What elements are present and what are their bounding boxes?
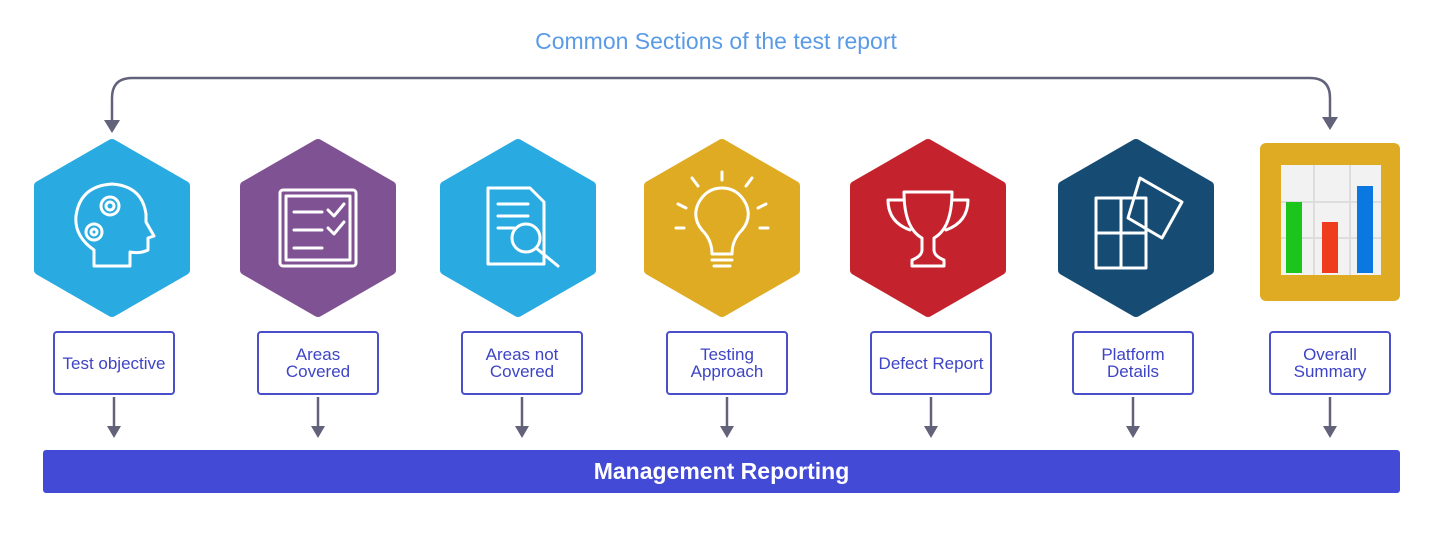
trophy-icon	[886, 190, 970, 268]
section-hexagon-3	[644, 139, 800, 317]
section-label-box: Defect Report	[870, 331, 992, 395]
section-hexagon-0	[34, 139, 190, 317]
section-label-box: Areas Covered	[257, 331, 379, 395]
puzzle-icon	[1094, 176, 1184, 270]
section-label-box: Platform Details	[1072, 331, 1194, 395]
section-label-box: Test objective	[53, 331, 175, 395]
section-hexagon-5	[1058, 139, 1214, 317]
section-square-6	[1260, 143, 1400, 301]
section-label: Platform Details	[1101, 345, 1165, 381]
section-label: Overall Summary	[1293, 345, 1367, 381]
section-label-box: Overall Summary	[1269, 331, 1391, 395]
section-label-box: Areas not Covered	[461, 331, 583, 395]
section-hexagon-2	[440, 139, 596, 317]
arrow-head-right	[1322, 117, 1338, 130]
section-hexagon-4	[850, 139, 1006, 317]
top-bracket-connector	[110, 76, 1332, 122]
document-search-icon	[486, 186, 560, 268]
diagram-title: Common Sections of the test report	[535, 28, 897, 54]
bar-chart-icon	[1281, 165, 1381, 275]
section-label: Test objective	[62, 353, 166, 373]
section-label: Areas not Covered	[485, 345, 559, 381]
section-hexagon-1	[240, 139, 396, 317]
checklist-icon	[278, 188, 358, 268]
section-label-box: Testing Approach	[666, 331, 788, 395]
section-label: Areas Covered	[285, 345, 351, 381]
arrow-head-left	[104, 120, 120, 133]
head-gears-icon	[74, 182, 156, 268]
management-reporting-bar: Management Reporting	[43, 450, 1400, 493]
section-label: Testing Approach	[690, 345, 764, 381]
section-label: Defect Report	[878, 353, 984, 373]
lightbulb-icon	[674, 170, 770, 268]
